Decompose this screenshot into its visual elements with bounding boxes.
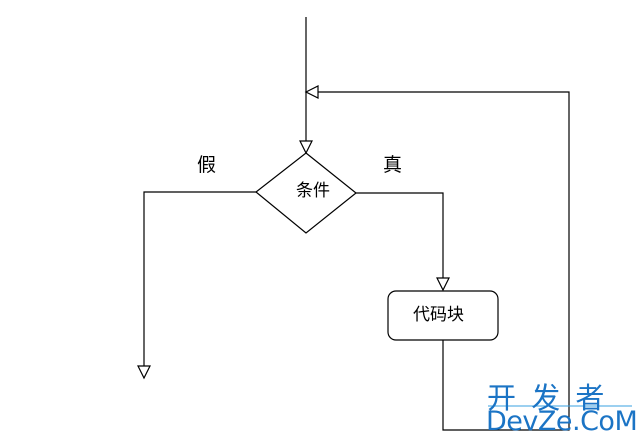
- false-arrowhead: [137, 365, 151, 380]
- condition-diamond: [255, 152, 357, 234]
- watermark-title: 开 发 者: [487, 381, 608, 415]
- false-edge: [143, 191, 256, 378]
- loop-arrowhead: [304, 85, 319, 99]
- true-arrowhead: [436, 277, 450, 292]
- entry-arrowhead: [299, 140, 313, 155]
- true-edge: [356, 192, 444, 290]
- code-block-label: 代码块: [413, 305, 464, 325]
- false-label: 假: [197, 154, 217, 176]
- loop-back-edge: [306, 91, 570, 431]
- true-label: 真: [383, 154, 403, 176]
- watermark-domain: DevZe.CoM: [486, 406, 638, 437]
- condition-label: 条件: [296, 181, 330, 201]
